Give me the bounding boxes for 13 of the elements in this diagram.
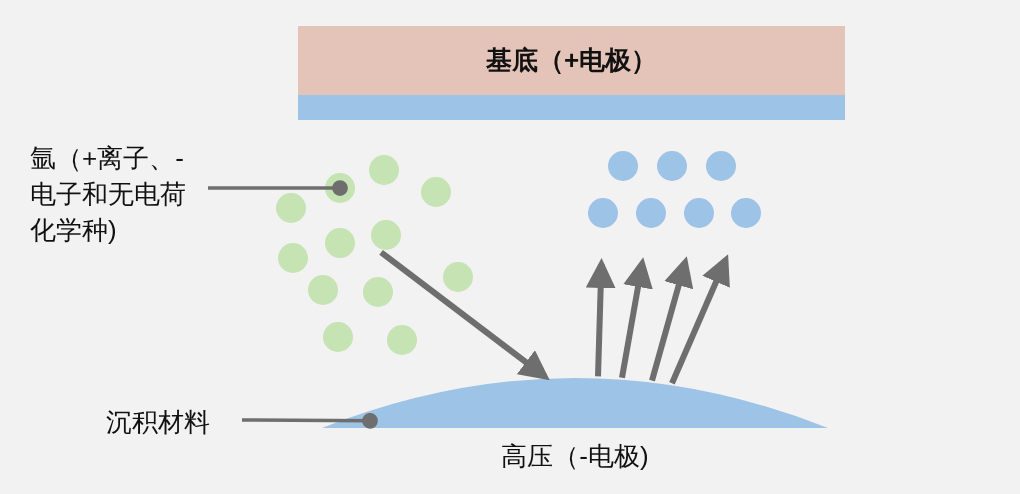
leader-line bbox=[208, 180, 348, 196]
electrode-layer bbox=[298, 95, 845, 120]
arrow bbox=[669, 254, 730, 385]
leader-line bbox=[242, 412, 378, 429]
substrate-label: 基底（+电极） bbox=[484, 44, 659, 77]
callout-label: 沉积材料 bbox=[106, 406, 211, 439]
callout-label: 氩（+离子、-电子和无电荷化学种) bbox=[30, 142, 187, 247]
arrow bbox=[379, 249, 550, 381]
arrow bbox=[619, 257, 653, 379]
electrode-label: 高压（-电极) bbox=[500, 440, 650, 473]
arrow bbox=[585, 258, 616, 377]
substrate-layer bbox=[298, 26, 845, 95]
arrow bbox=[649, 256, 694, 382]
